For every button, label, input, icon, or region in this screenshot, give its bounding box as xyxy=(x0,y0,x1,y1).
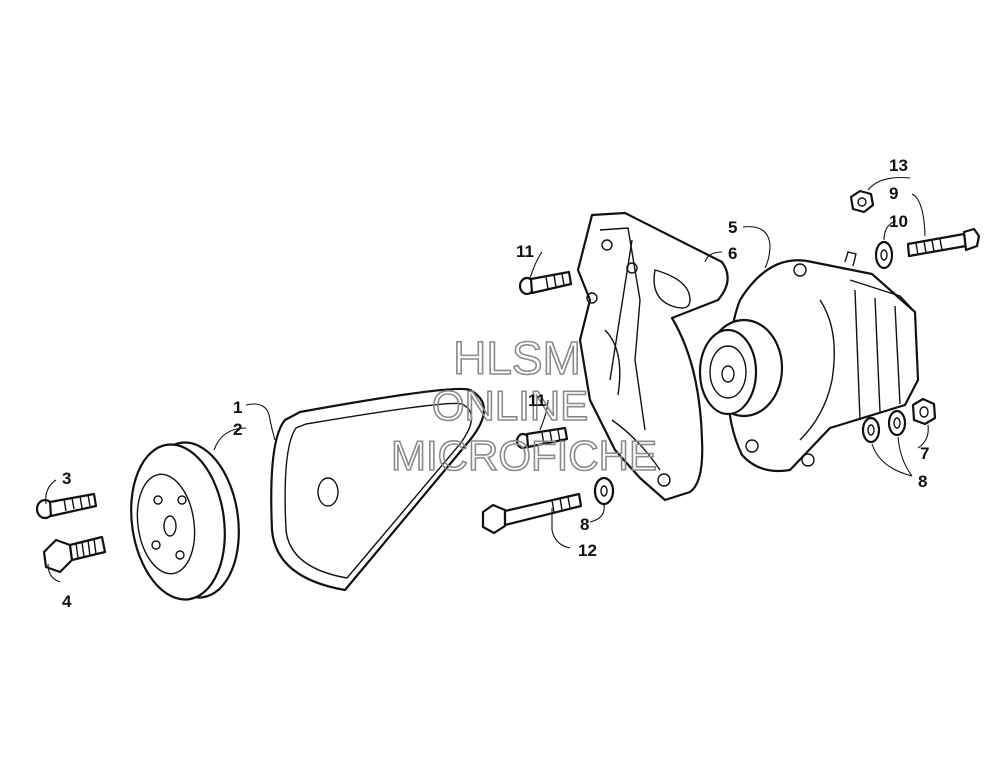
callout-11-upper: 11 xyxy=(516,242,534,261)
callout-6: 6 xyxy=(728,244,737,263)
callout-labels: 1 2 3 4 5 6 11 11 8 12 13 9 10 7 8 xyxy=(62,156,929,611)
part-1-belt xyxy=(270,387,485,592)
part-12-long-bolt xyxy=(481,492,583,535)
part-3-cap-screw xyxy=(35,492,98,520)
part-8-washer-right-a xyxy=(861,416,881,444)
callout-2: 2 xyxy=(233,420,242,439)
callout-10: 10 xyxy=(889,212,908,231)
part-13-nut xyxy=(849,189,875,214)
callout-9: 9 xyxy=(889,184,898,203)
part-11-screw-lower xyxy=(515,426,569,450)
watermark-line-3: MICROFICHE xyxy=(391,432,657,479)
callout-11-lower: 11 xyxy=(528,391,546,410)
callout-12: 12 xyxy=(578,541,597,560)
part-2-pulley xyxy=(130,441,240,601)
callout-7: 7 xyxy=(920,444,929,463)
part-9-bolt xyxy=(906,227,981,258)
callout-3: 3 xyxy=(62,469,71,488)
callout-1: 1 xyxy=(233,398,242,417)
part-8-washer-right-b xyxy=(887,409,907,437)
watermark: HLSM ONLINE MICROFICHE xyxy=(390,331,658,480)
part-4-flange-bolt xyxy=(42,535,107,574)
leader-lines xyxy=(45,176,929,583)
part-11-screw-upper xyxy=(518,270,573,296)
part-10-washer xyxy=(874,240,894,270)
callout-5: 5 xyxy=(728,218,737,237)
watermark-line-2: ONLINE xyxy=(432,382,588,429)
callout-8-right: 8 xyxy=(918,472,927,491)
watermark-line-1: HLSM xyxy=(453,332,581,384)
part-5-alternator xyxy=(698,251,920,473)
callout-13: 13 xyxy=(889,156,908,175)
callout-8-lower: 8 xyxy=(580,515,589,534)
part-8-washer xyxy=(593,476,615,506)
part-7-nut xyxy=(911,397,937,426)
part-6-mounting-bracket xyxy=(576,211,729,502)
callout-4: 4 xyxy=(62,592,72,611)
